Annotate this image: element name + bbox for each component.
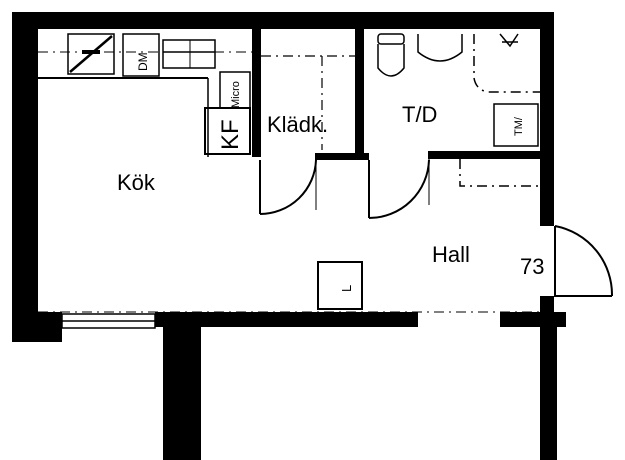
appliance-label-l: L xyxy=(339,285,354,292)
l-cabinet xyxy=(317,261,363,310)
shower-drain xyxy=(499,33,519,48)
door-td xyxy=(368,159,430,219)
entrance-number: 73 xyxy=(520,254,544,279)
room-label-hall: Hall xyxy=(432,242,470,267)
appliance-label-tm: TM/ xyxy=(513,116,525,136)
door-kladk xyxy=(259,159,317,215)
wall-kok-kladk xyxy=(252,29,261,157)
bottom-wall-middle xyxy=(155,312,418,327)
shower-area xyxy=(473,34,540,93)
dishwasher xyxy=(122,33,160,77)
hall-fittings xyxy=(38,261,540,313)
doors xyxy=(259,159,614,297)
exterior-walls xyxy=(12,12,566,460)
bottom-window xyxy=(61,313,156,329)
appliance-label-micro: Micro xyxy=(230,81,242,108)
lower-wall-right xyxy=(540,327,557,460)
kitchen-fittings xyxy=(38,33,252,157)
appliance-label-kf: KF xyxy=(217,119,244,150)
washbasin xyxy=(417,34,463,62)
wall-kladk-bottom xyxy=(315,153,361,160)
wall-td-stub xyxy=(355,153,369,160)
toilet-tank xyxy=(377,33,405,45)
bottom-wall-right xyxy=(500,312,566,327)
fridge-freezer xyxy=(204,107,251,155)
interior-walls xyxy=(252,29,548,160)
lower-wall-left xyxy=(163,327,201,460)
room-label-td: T/D xyxy=(402,102,437,127)
entrance-jamb xyxy=(540,296,554,314)
appliance-label-dm: DM xyxy=(136,52,150,71)
kitchen-sink xyxy=(67,33,115,75)
room-label-kok: Kök xyxy=(117,170,156,195)
left-wall xyxy=(12,12,38,342)
right-wall xyxy=(540,12,554,226)
toilet-bowl xyxy=(377,44,405,77)
top-wall xyxy=(12,12,554,29)
room-label-kladk: Klädk. xyxy=(267,112,328,137)
door-entrance xyxy=(554,225,614,297)
bathroom-fittings xyxy=(377,33,540,187)
wall-td-bottom xyxy=(428,151,548,159)
washer-dryer xyxy=(493,103,539,147)
hob xyxy=(162,39,216,69)
bottom-wall-left xyxy=(12,312,62,342)
hall-closet xyxy=(459,159,540,187)
wall-kladk-td xyxy=(355,29,364,157)
closet-fittings xyxy=(261,55,355,150)
